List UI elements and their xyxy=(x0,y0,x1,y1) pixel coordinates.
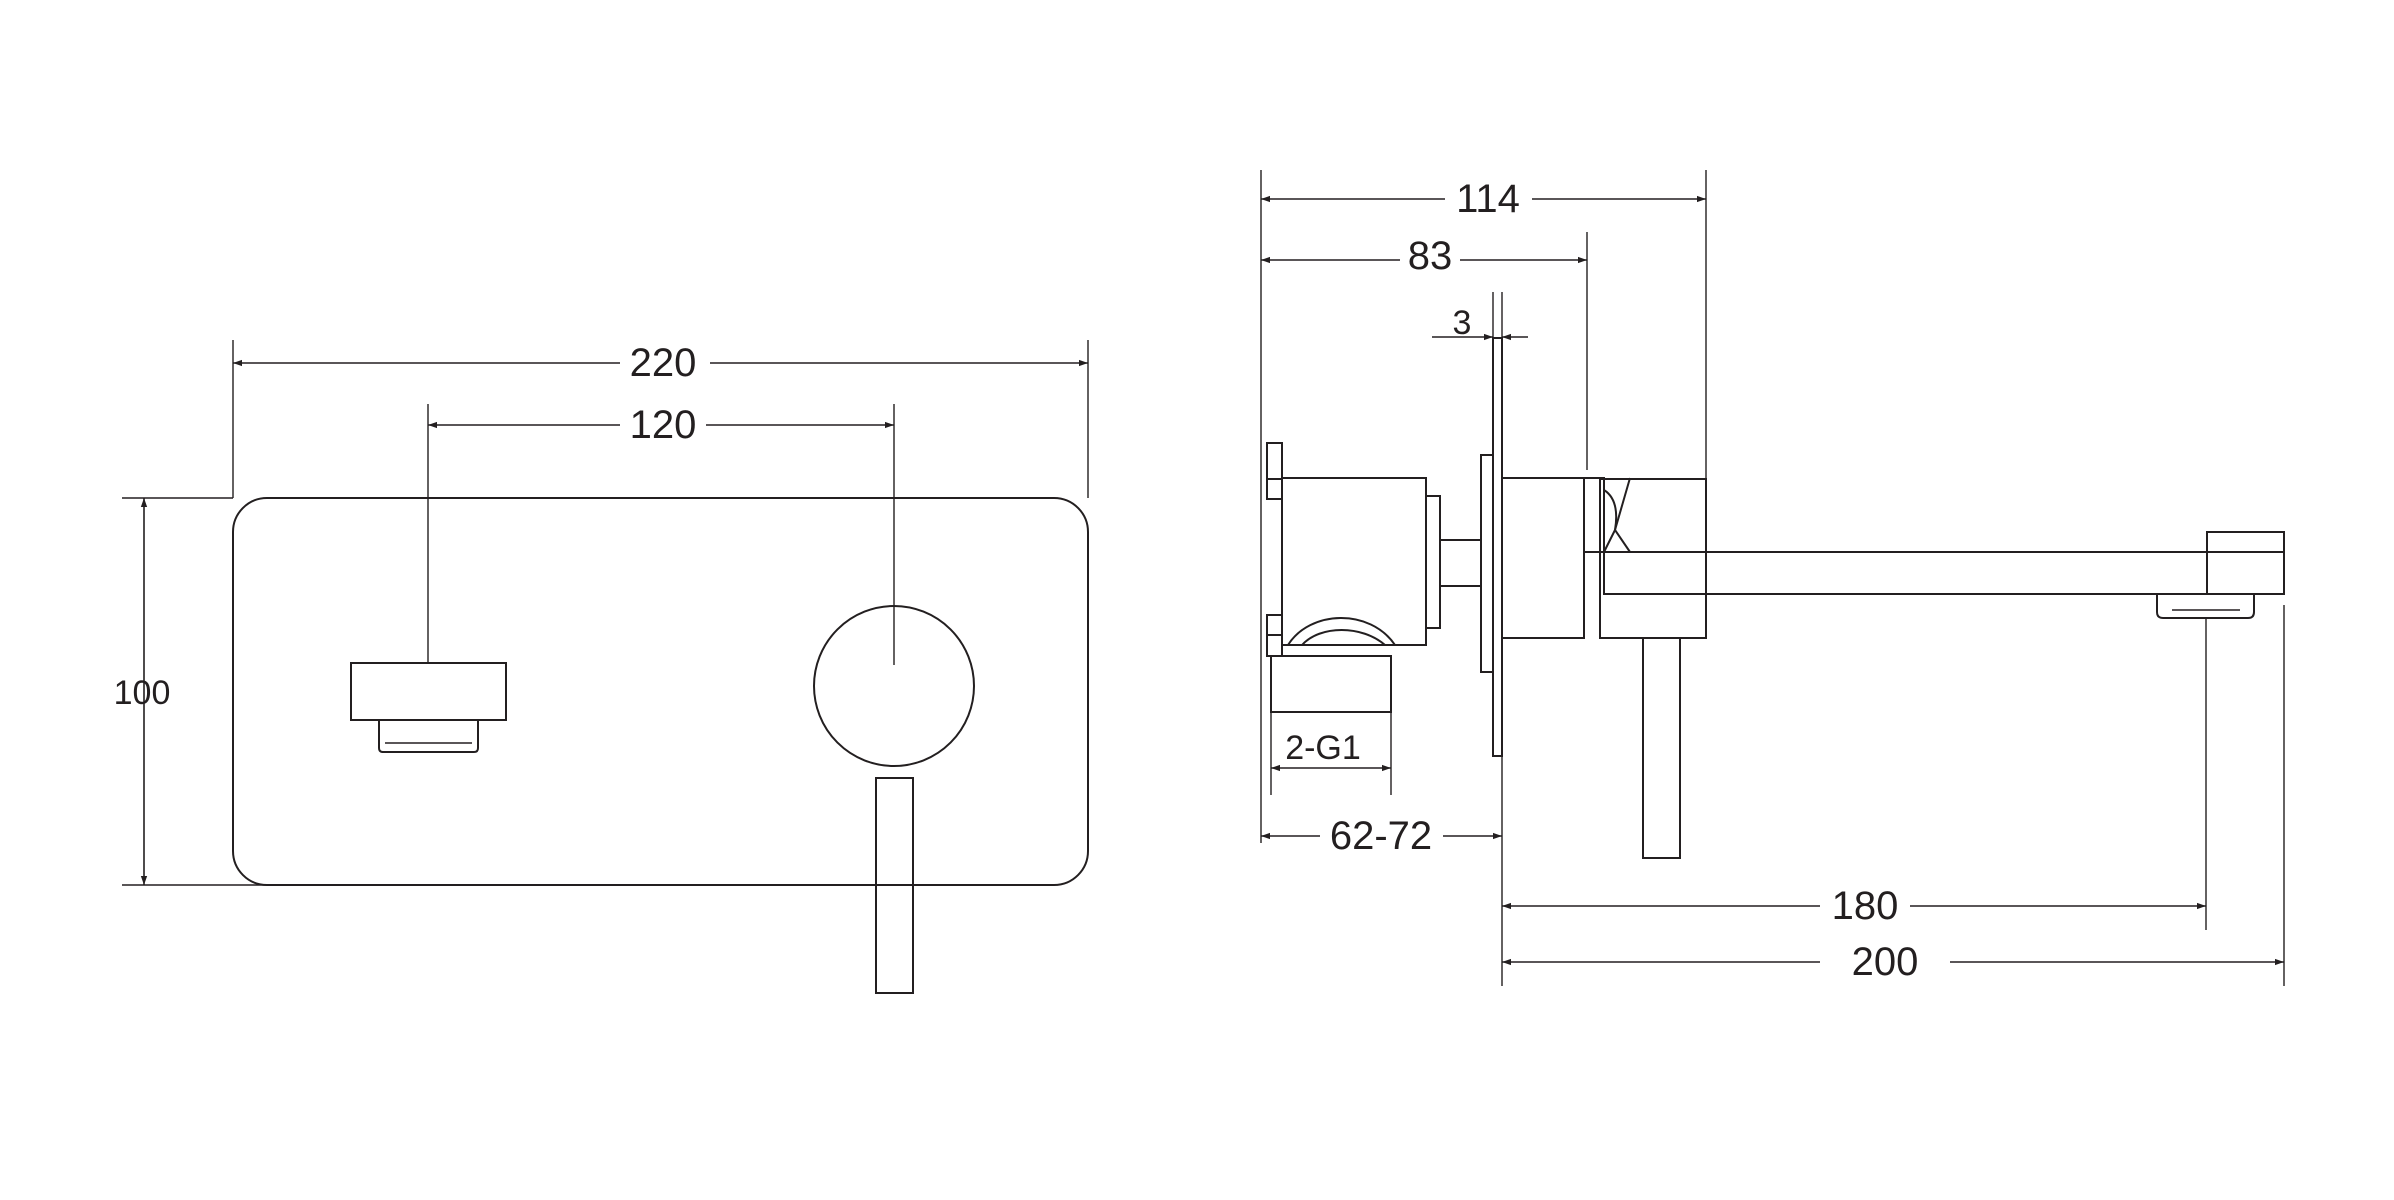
dim-outlet-spacing: 120 xyxy=(630,403,697,447)
handle-lever xyxy=(875,777,914,994)
spout-body xyxy=(1501,477,2285,859)
dim-total-depth: 114 xyxy=(1456,177,1520,221)
dim-spout-length: 200 xyxy=(1852,940,1919,984)
plate-boss xyxy=(1480,454,1494,673)
dim-plate-height: 100 xyxy=(114,674,171,712)
valve-body xyxy=(1266,442,1482,713)
dim-plate-width: 220 xyxy=(630,341,697,385)
side-view: 114 83 3 2-G1 62-72 180 200 xyxy=(1260,170,2285,986)
side-lever xyxy=(1642,637,1681,859)
wall-plate xyxy=(1492,337,1503,757)
dim-plate-thickness: 3 xyxy=(1453,304,1472,342)
spout-outlet-front xyxy=(350,662,507,721)
front-view: 220 120 100 xyxy=(114,340,1089,994)
dim-connection: 2-G1 xyxy=(1285,729,1361,767)
dim-body-depth: 83 xyxy=(1408,234,1453,278)
dim-spout-outlet: 180 xyxy=(1832,884,1899,928)
cover-plate xyxy=(232,497,1089,886)
dim-wall-range: 62-72 xyxy=(1330,814,1432,858)
spout-aerator-front xyxy=(378,720,479,753)
